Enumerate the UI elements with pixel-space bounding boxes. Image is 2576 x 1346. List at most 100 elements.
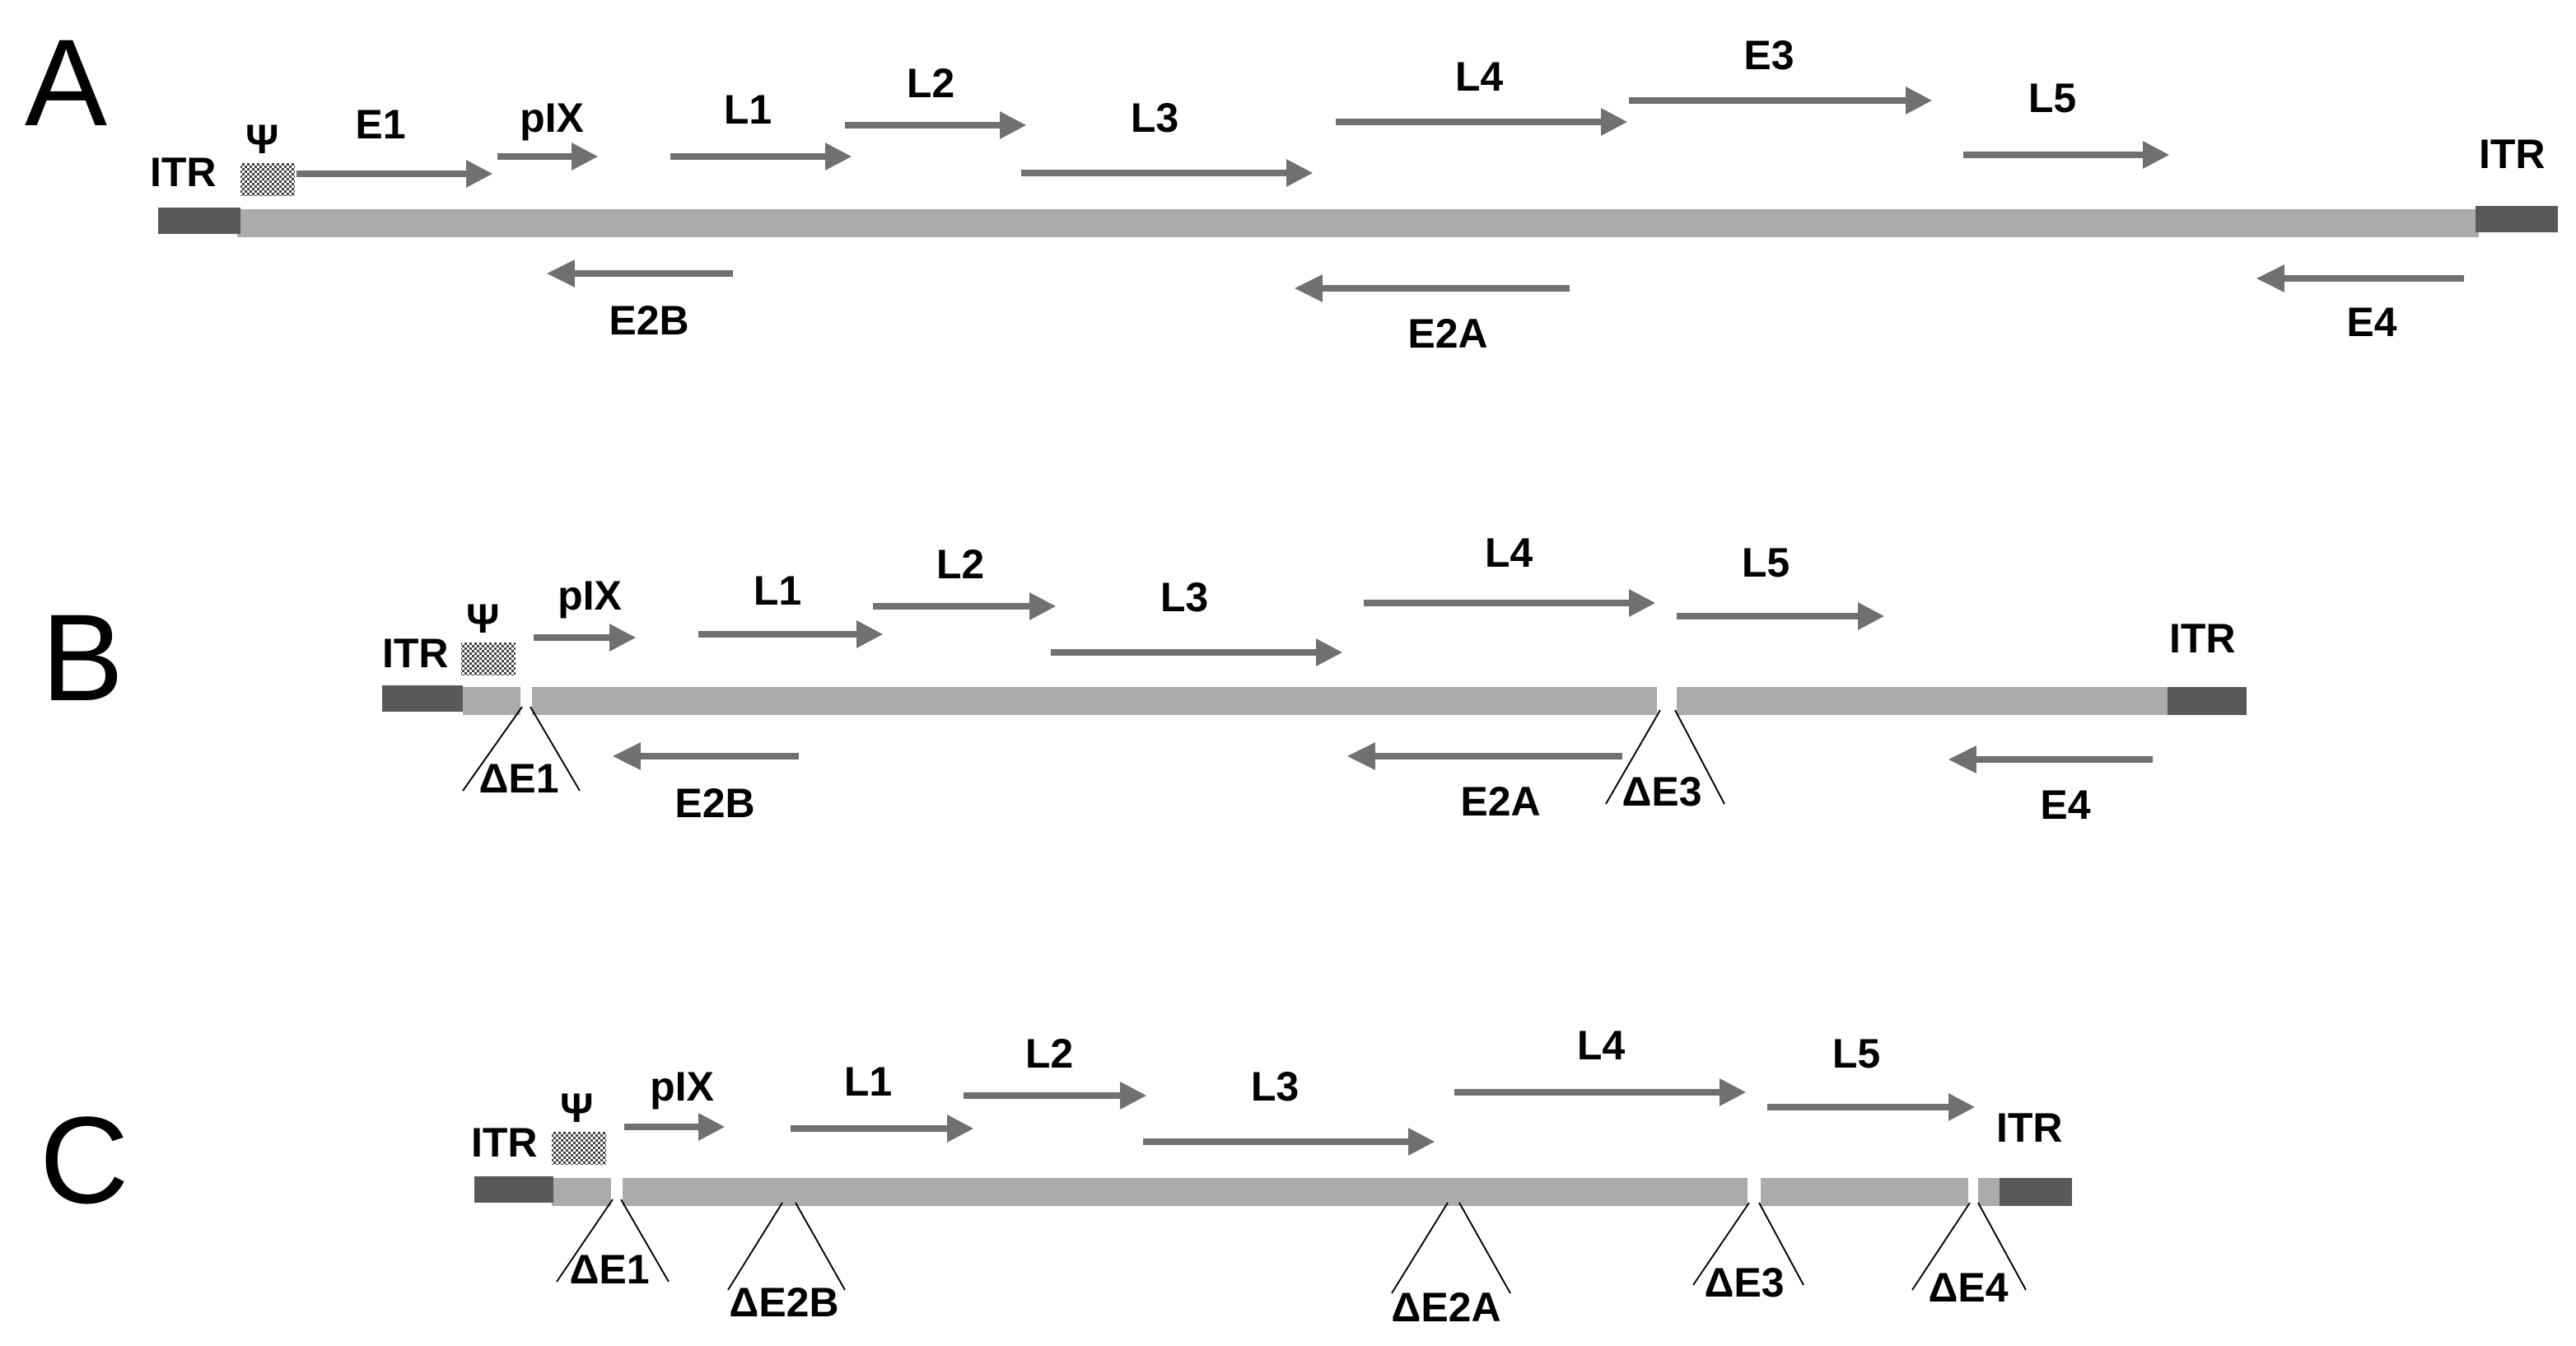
panel-b-gene-pix: pIX <box>534 573 636 652</box>
gene-label: pIX <box>650 1063 714 1110</box>
arrow-left-icon <box>1295 274 1570 302</box>
arrow-right-icon <box>698 620 883 648</box>
panel-c-deletion-e3: ΔE3 <box>1692 1202 1804 1306</box>
arrow-left-icon <box>613 742 799 770</box>
gene-label: L3 <box>1131 95 1178 141</box>
wedge-lines-icon <box>727 1202 846 1291</box>
arrow-left-icon <box>1948 745 2153 773</box>
panel-c-itr-right-block <box>2000 1178 2072 1206</box>
panel-b-itr-left-block <box>382 685 463 712</box>
gene-label: L1 <box>754 568 801 614</box>
gene-label: L3 <box>1251 1063 1299 1110</box>
arrow-right-icon <box>1677 602 1884 630</box>
panel-b-gene-l1: L1 <box>698 568 883 648</box>
panel-b-genome-segment <box>532 687 1657 715</box>
panel-a-itr-left-label: ITR <box>150 149 217 195</box>
panel-b-letter: B <box>41 588 124 727</box>
wedge-lines-icon <box>462 706 581 792</box>
panel-c-deletion-e1: ΔE1 <box>556 1199 670 1292</box>
arrow-right-icon <box>1364 589 1655 617</box>
panel-c-gene-l4: L4 <box>1454 1022 1746 1106</box>
panel-a-itr-right-label: ITR <box>2479 131 2546 177</box>
panel-c-gene-pix: pIX <box>624 1063 725 1141</box>
gene-label: E3 <box>1743 32 1794 78</box>
gene-label: L1 <box>724 86 772 133</box>
gene-label: E4 <box>2040 782 2090 828</box>
panel-c-deletion-e4: ΔE4 <box>1911 1202 2027 1311</box>
arrow-right-icon <box>1963 141 2169 169</box>
panel-a-itr-left-block <box>158 208 240 234</box>
panel-b-itr-left-label: ITR <box>382 630 449 676</box>
panel-a-gene-l1: L1 <box>670 86 852 171</box>
panel-b-genome-segment <box>1677 687 2171 715</box>
panel-c-itr-left-label: ITR <box>471 1119 538 1166</box>
wedge-lines-icon <box>1692 1202 1804 1286</box>
deletion-label: ΔE4 <box>1928 1264 2008 1311</box>
panel-b-packaging-signal-icon <box>461 643 516 675</box>
panel-a-gene-e2a: E2A <box>1295 274 1570 357</box>
gene-label: E2B <box>674 780 754 826</box>
panel-c-deletion-e2a: ΔE2A <box>1391 1202 1511 1330</box>
panel-b-deletion-e3: ΔE3 <box>1605 709 1725 815</box>
panel-a-gene-e4: E4 <box>2256 264 2464 345</box>
panel-a-gene-l4: L4 <box>1336 54 1627 136</box>
arrow-right-icon <box>670 143 852 171</box>
gene-label: pIX <box>558 573 622 619</box>
arrow-left-icon <box>2256 264 2464 292</box>
gene-label: L2 <box>907 60 954 106</box>
panel-a: A ITR Ψ ITR E1 pIX L1 L2 L3 <box>25 13 2558 357</box>
deletion-label: ΔE1 <box>478 755 558 802</box>
panel-a-gene-e2b: E2B <box>547 259 733 344</box>
panel-b-gene-l2: L2 <box>873 541 1056 620</box>
gene-label: pIX <box>520 95 584 141</box>
panel-c-genome-segment <box>552 1178 611 1206</box>
panel-c: C ITR Ψ ITR pIX L1 L2 L3 L4 <box>40 1022 2072 1330</box>
panel-b-psi-label: Ψ <box>466 596 499 642</box>
gene-label: L4 <box>1455 54 1504 100</box>
panel-c-gene-l5: L5 <box>1767 1031 1975 1121</box>
arrow-right-icon <box>296 160 492 188</box>
panel-b-gene-l5: L5 <box>1677 540 1884 630</box>
panel-a-itr-right-block <box>2476 206 2558 232</box>
gene-label: L3 <box>1160 574 1208 620</box>
panel-a-gene-l3: L3 <box>1021 95 1313 187</box>
arrow-right-icon <box>1336 108 1627 136</box>
panel-c-genome-segment <box>1761 1178 1968 1206</box>
gene-label: E2A <box>1407 311 1487 357</box>
panel-c-genome-segment <box>623 1178 1748 1206</box>
gene-label: L2 <box>1025 1031 1073 1077</box>
arrow-right-icon <box>873 592 1056 620</box>
panel-a-gene-pix: pIX <box>497 95 598 171</box>
panel-a-gene-e1: E1 <box>296 101 492 188</box>
gene-label: L5 <box>2028 75 2076 121</box>
arrow-right-icon <box>534 624 636 652</box>
panel-c-itr-left-block <box>474 1176 553 1203</box>
deletion-label: ΔE3 <box>1622 769 1701 815</box>
panel-b-gene-l4: L4 <box>1364 530 1655 617</box>
wedge-lines-icon <box>1911 1202 2027 1291</box>
gene-label: L1 <box>844 1059 892 1105</box>
arrow-left-icon <box>547 259 733 287</box>
gene-label: L4 <box>1577 1022 1626 1068</box>
deletion-label: ΔE2B <box>729 1279 838 1325</box>
arrow-right-icon <box>1143 1128 1435 1156</box>
panel-a-genome-bar <box>237 209 2479 237</box>
panel-a-letter: A <box>25 13 107 152</box>
gene-label: E1 <box>355 101 405 147</box>
panel-b-genome-segment <box>463 687 520 715</box>
wedge-lines-icon <box>1391 1202 1511 1294</box>
panel-b-gene-l3: L3 <box>1051 574 1342 666</box>
panel-b-itr-right-label: ITR <box>2169 615 2236 661</box>
panel-b-itr-right-block <box>2168 687 2247 715</box>
panel-c-gene-l3: L3 <box>1143 1063 1435 1156</box>
deletion-label: ΔE3 <box>1704 1260 1784 1306</box>
panel-c-deletion-e2b: ΔE2B <box>727 1202 846 1325</box>
arrow-left-icon <box>1347 742 1622 770</box>
arrow-right-icon <box>964 1082 1146 1110</box>
panel-c-packaging-signal-icon <box>552 1132 606 1165</box>
panel-c-genome-segment <box>1978 1178 2001 1206</box>
arrow-right-icon <box>1767 1093 1975 1121</box>
panel-c-psi-label: Ψ <box>560 1085 593 1131</box>
panel-b-deletion-e1: ΔE1 <box>462 706 581 802</box>
gene-label: E4 <box>2346 299 2396 345</box>
